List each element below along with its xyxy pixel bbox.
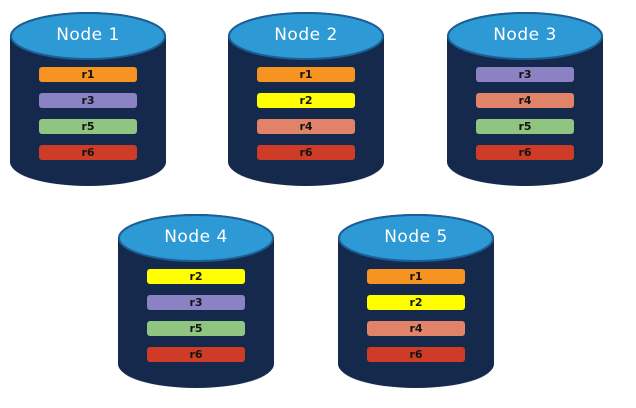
replica-bar[interactable]: r3 [147,295,245,310]
replica-list: r1 r2 r4 r6 [338,269,494,362]
replica-list: r1 r2 r4 r6 [228,67,384,160]
replica-bar[interactable]: r4 [476,93,574,108]
replica-bar[interactable]: r5 [39,119,137,134]
replica-bar[interactable]: r6 [147,347,245,362]
replica-bar[interactable]: r3 [39,93,137,108]
replica-bar[interactable]: r2 [367,295,465,310]
replica-bar[interactable]: r5 [147,321,245,336]
replica-bar[interactable]: r2 [147,269,245,284]
replica-bar[interactable]: r6 [257,145,355,160]
cylinder-top-face [338,214,494,262]
replica-list: r3 r4 r5 r6 [447,67,603,160]
replica-bar[interactable]: r4 [367,321,465,336]
replica-bar[interactable]: r6 [39,145,137,160]
cylinder-top-face [228,12,384,60]
cylinder-top-face [10,12,166,60]
replica-bar[interactable]: r6 [367,347,465,362]
cylinder-top-face [118,214,274,262]
replica-list: r1 r3 r5 r6 [10,67,166,160]
replica-bar[interactable]: r3 [476,67,574,82]
replica-bar[interactable]: r1 [39,67,137,82]
cylinder-top-face [447,12,603,60]
replica-bar[interactable]: r4 [257,119,355,134]
replica-bar[interactable]: r5 [476,119,574,134]
replica-bar[interactable]: r6 [476,145,574,160]
replica-list: r2 r3 r5 r6 [118,269,274,362]
replica-bar[interactable]: r1 [367,269,465,284]
replica-bar[interactable]: r2 [257,93,355,108]
replica-bar[interactable]: r1 [257,67,355,82]
